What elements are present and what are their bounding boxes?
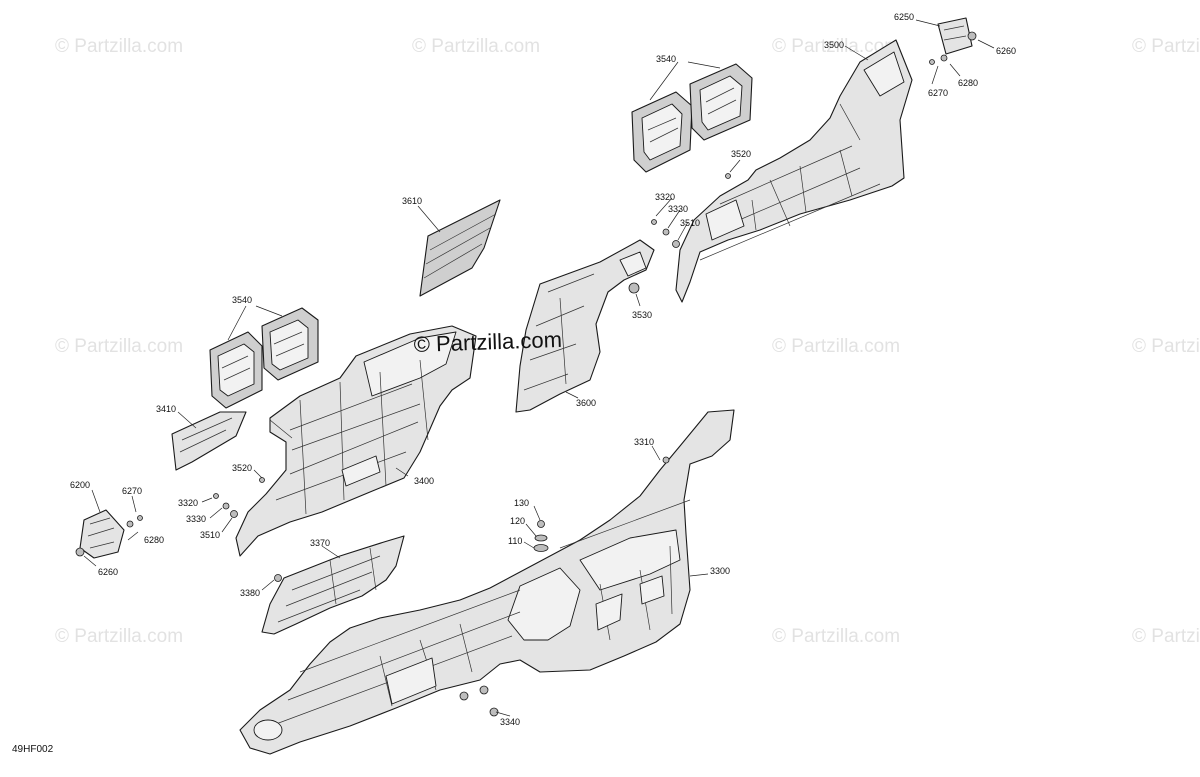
- fastener-set: [213, 173, 731, 518]
- callout-110: 110: [508, 536, 522, 546]
- callout-3410: 3410: [156, 404, 176, 414]
- watermark: © Partzilla.com: [772, 626, 900, 647]
- callout-3330: 3330: [668, 204, 688, 214]
- panel-3400: [235, 325, 477, 557]
- decal-3610: [419, 199, 501, 297]
- watermark: © Partzilla.com: [55, 626, 183, 647]
- callout-3530: 3530: [632, 310, 652, 320]
- bracket-6250: [929, 17, 977, 65]
- callout-6270: 6270: [928, 88, 948, 98]
- panel-3300: [239, 409, 735, 755]
- callout-3370: 3370: [310, 538, 330, 548]
- callout-3540: 3540: [232, 295, 252, 305]
- watermark: © Partzilla.com: [1132, 336, 1200, 357]
- callout-120: 120: [510, 516, 525, 526]
- callout-3320: 3320: [655, 192, 675, 202]
- callout-130: 130: [514, 498, 529, 508]
- callout-3610: 3610: [402, 196, 422, 206]
- callout-3340: 3340: [500, 717, 520, 727]
- callout-3320: 3320: [178, 498, 198, 508]
- panel-3370: [261, 535, 405, 635]
- callout-3600: 3600: [576, 398, 596, 408]
- fastener-stack: [533, 520, 549, 552]
- panel-3500: [675, 39, 913, 303]
- callout-6200: 6200: [70, 480, 90, 490]
- watermark: © Partzilla.com: [1132, 626, 1200, 647]
- panel-3600: [515, 239, 655, 413]
- callouts: 3540 3500 6250 6260 6270 6280 3520 3320 …: [70, 12, 1016, 727]
- leader-lines: [83, 19, 995, 717]
- watermark: © Partzilla.com: [772, 36, 900, 57]
- watermark: © Partzilla.com: [55, 336, 183, 357]
- diagram-code: 49HF002: [12, 744, 54, 755]
- bracket-6200: [75, 509, 143, 559]
- callout-3380: 3380: [240, 588, 260, 598]
- callout-3520: 3520: [232, 463, 252, 473]
- callout-6260: 6260: [98, 567, 118, 577]
- callout-6260: 6260: [996, 46, 1016, 56]
- watermark: © Partzilla.com: [412, 36, 540, 57]
- vent-3540-upper: [631, 63, 753, 173]
- center-watermark: © Partzilla.com: [413, 327, 562, 357]
- callout-3400: 3400: [414, 476, 434, 486]
- callout-3500: 3500: [824, 40, 844, 50]
- callout-3300: 3300: [710, 566, 730, 576]
- callout-3540: 3540: [656, 54, 676, 64]
- callout-6250: 6250: [894, 12, 914, 22]
- callout-6280: 6280: [144, 535, 164, 545]
- vent-3540-lower: [209, 307, 319, 409]
- watermark: © Partzilla.com: [55, 36, 183, 57]
- callout-3510: 3510: [680, 218, 700, 228]
- callout-3330: 3330: [186, 514, 206, 524]
- callout-3520: 3520: [731, 149, 751, 159]
- callout-3510: 3510: [200, 530, 220, 540]
- callout-3310: 3310: [634, 437, 654, 447]
- panel-3410: [171, 411, 247, 471]
- callout-6270: 6270: [122, 486, 142, 496]
- watermark: © Partzilla.com: [772, 336, 900, 357]
- callout-6280: 6280: [958, 78, 978, 88]
- watermark: © Partzilla.com: [1132, 36, 1200, 57]
